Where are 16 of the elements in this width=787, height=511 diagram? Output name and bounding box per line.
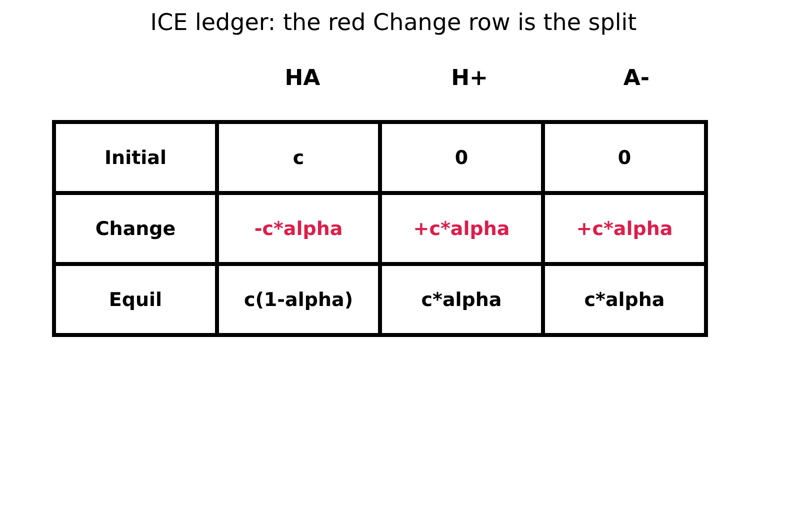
title: ICE ledger: the red Change row is the split	[149, 10, 638, 36]
cell-value: c*alpha	[380, 264, 543, 335]
cell-value: +c*alpha	[380, 193, 543, 264]
cell-value: 0	[380, 122, 543, 193]
row-label: Initial	[54, 122, 217, 193]
column-header: A-	[622, 66, 651, 91]
cell-value: 0	[543, 122, 706, 193]
cell-value: c*alpha	[543, 264, 706, 335]
cell-value: c(1-alpha)	[217, 264, 380, 335]
cell-value: c	[217, 122, 380, 193]
row-label: Equil	[54, 264, 217, 335]
column-header: H+	[450, 66, 489, 91]
column-header: HA	[284, 66, 322, 91]
cell-value: +c*alpha	[543, 193, 706, 264]
cell-value: -c*alpha	[217, 193, 380, 264]
row-label: Change	[54, 193, 217, 264]
